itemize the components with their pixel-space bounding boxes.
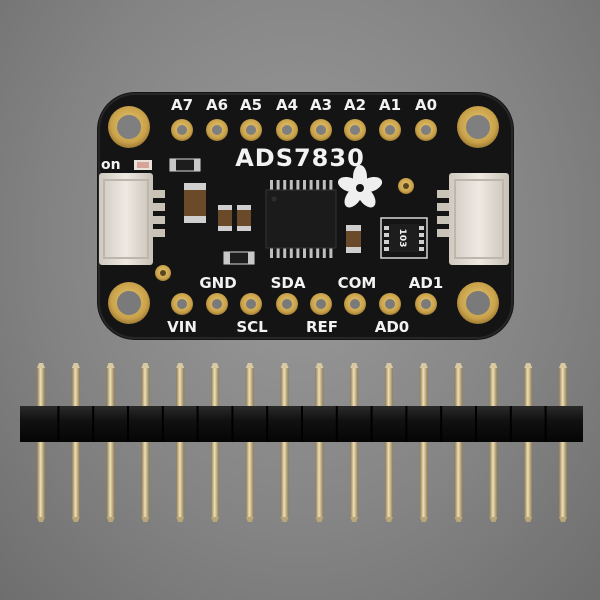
top-pin-label-a1: A1 bbox=[379, 96, 401, 114]
header-pin bbox=[350, 363, 359, 408]
capacitor-small-1 bbox=[218, 205, 232, 231]
bottom-pad bbox=[240, 293, 262, 315]
header-pin bbox=[245, 363, 254, 408]
pad-a6 bbox=[206, 119, 228, 141]
header-pin bbox=[176, 363, 185, 408]
header-pin bbox=[559, 363, 567, 408]
bottom-pin-label-scl: SCL bbox=[236, 318, 268, 336]
mounting-hole-top-left bbox=[108, 106, 150, 148]
bottom-pin-pads bbox=[171, 293, 437, 315]
breakout-board: A7 A6 A5 A4 A3 A2 A1 A0 GND SDA COM AD1 VIN SCL REF A… bbox=[97, 92, 514, 340]
adafruit-flower-logo bbox=[337, 165, 383, 208]
header-pin bbox=[419, 363, 428, 408]
pad-a7 bbox=[171, 119, 193, 141]
capacitor-right bbox=[346, 225, 361, 253]
header-pin bbox=[37, 363, 45, 408]
header-pin bbox=[106, 363, 115, 408]
header-pin bbox=[141, 363, 150, 408]
resistor-code: 103 bbox=[397, 229, 407, 248]
header-pin bbox=[106, 442, 115, 522]
header-pin bbox=[454, 363, 463, 408]
pad-a3 bbox=[310, 119, 332, 141]
bottom-pad bbox=[344, 293, 366, 315]
capacitor-large bbox=[184, 183, 206, 223]
pad-a0 bbox=[415, 119, 437, 141]
header-pin bbox=[559, 442, 567, 522]
adc-chip bbox=[265, 180, 337, 258]
bottom-pad bbox=[310, 293, 332, 315]
header-pin bbox=[280, 363, 289, 408]
header-pin bbox=[211, 363, 219, 408]
top-pin-pads bbox=[171, 119, 437, 141]
power-led bbox=[134, 160, 152, 170]
top-pin-label-a3: A3 bbox=[310, 96, 332, 114]
header-pin bbox=[211, 442, 219, 522]
bottom-pin-label-ad0: AD0 bbox=[375, 318, 410, 336]
header-pin bbox=[489, 442, 498, 522]
bottom-pin-label-ref: REF bbox=[306, 318, 338, 336]
header-pin bbox=[524, 363, 533, 408]
header-pin bbox=[454, 442, 463, 522]
top-pin-label-a0: A0 bbox=[415, 96, 437, 114]
bottom-pad bbox=[206, 293, 228, 315]
header-pin bbox=[524, 442, 533, 522]
pad-a2 bbox=[344, 119, 366, 141]
bottom-pad bbox=[379, 293, 401, 315]
bottom-pad bbox=[415, 293, 437, 315]
bottom-pin-label-vin: VIN bbox=[167, 318, 197, 336]
header-pin bbox=[350, 442, 359, 522]
header-pin bbox=[419, 442, 428, 522]
bottom-pad bbox=[171, 293, 193, 315]
bottom-pin-label-gnd: GND bbox=[199, 274, 236, 292]
header-pin bbox=[37, 442, 45, 522]
resistor-top bbox=[169, 158, 201, 172]
header-pin bbox=[245, 442, 254, 522]
resistor-network: 103 bbox=[380, 217, 428, 259]
bottom-lower-pin-labels: VIN SCL REF AD0 bbox=[167, 318, 409, 336]
header-pin bbox=[71, 442, 80, 522]
top-pin-labels: A7 A6 A5 A4 A3 A2 A1 A0 bbox=[171, 96, 437, 114]
resistor-mid bbox=[223, 251, 255, 265]
pad-a1 bbox=[379, 119, 401, 141]
bottom-pad bbox=[276, 293, 298, 315]
header-pin bbox=[141, 442, 150, 522]
led-label: on bbox=[101, 157, 121, 173]
top-pin-label-a4: A4 bbox=[276, 96, 298, 114]
mounting-hole-bottom-right bbox=[457, 282, 499, 324]
mounting-hole-bottom-left bbox=[108, 282, 150, 324]
bottom-pin-label-com: COM bbox=[338, 274, 377, 292]
header-pin bbox=[489, 363, 498, 408]
pad-a4 bbox=[276, 119, 298, 141]
top-pin-label-a2: A2 bbox=[344, 96, 366, 114]
bottom-pin-label-ad1: AD1 bbox=[409, 274, 444, 292]
header-pin bbox=[71, 363, 80, 408]
header-pin bbox=[280, 442, 289, 522]
top-pin-label-a5: A5 bbox=[240, 96, 262, 114]
top-pin-label-a7: A7 bbox=[171, 96, 193, 114]
header-pin bbox=[315, 363, 324, 408]
chip-name-label: ADS7830 bbox=[235, 144, 365, 172]
bottom-upper-pin-labels: GND SDA COM AD1 bbox=[199, 274, 443, 292]
header-pin bbox=[176, 442, 185, 522]
pad-a5 bbox=[240, 119, 262, 141]
header-pin bbox=[385, 442, 393, 522]
top-pin-label-a6: A6 bbox=[206, 96, 228, 114]
mounting-hole-top-right bbox=[457, 106, 499, 148]
header-pin bbox=[315, 442, 324, 522]
stemma-connector-left bbox=[99, 173, 165, 265]
header-pin bbox=[385, 363, 393, 408]
stemma-connector-right bbox=[437, 173, 509, 265]
bottom-pin-label-sda: SDA bbox=[271, 274, 306, 292]
pin-header-strip bbox=[20, 363, 583, 522]
capacitor-small-2 bbox=[237, 205, 251, 231]
